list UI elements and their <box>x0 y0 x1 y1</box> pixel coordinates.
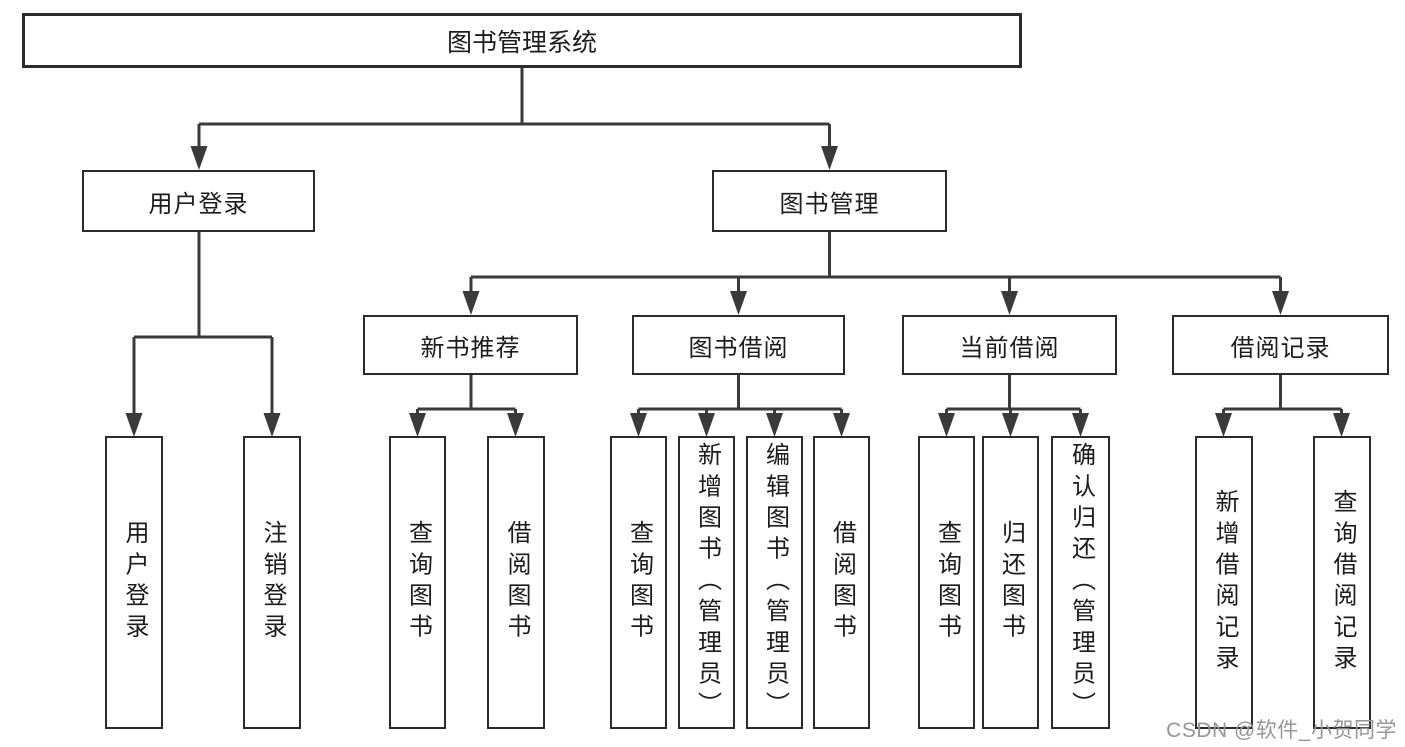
leaf-query-books-current: 查询图书 <box>918 436 975 729</box>
leaf-query-books-recommend: 查询图书 <box>389 436 446 729</box>
arrowhead <box>1333 413 1350 437</box>
arrowhead <box>833 413 850 437</box>
leaf-borrow-books-label: 借阅图书 <box>828 520 856 645</box>
leaf-query-books-borrow: 查询图书 <box>610 436 667 729</box>
arrowhead <box>698 413 715 437</box>
arrowhead <box>190 146 208 170</box>
node-user-login-label: 用户登录 <box>148 190 249 218</box>
leaf-add-books-admin-label: 新增图书（管理员） <box>693 442 721 723</box>
leaf-query-books-recommend-label: 查询图书 <box>404 520 432 645</box>
arrowhead <box>630 413 647 437</box>
node-book-borrowing: 图书借阅 <box>632 315 845 375</box>
leaf-query-books-borrow-label: 查询图书 <box>625 520 653 645</box>
arrowhead <box>462 291 480 315</box>
node-borrowing-records: 借阅记录 <box>1172 315 1389 375</box>
leaf-return-books: 归还图书 <box>982 436 1039 729</box>
arrowhead <box>1272 291 1289 315</box>
arrowhead <box>730 291 747 315</box>
arrowhead <box>1002 413 1019 437</box>
leaf-return-books-label: 归还图书 <box>997 520 1025 645</box>
node-root: 图书管理系统 <box>22 13 1022 68</box>
node-book-management-label: 图书管理 <box>779 190 880 218</box>
leaf-borrow-books-recommend: 借阅图书 <box>487 436 545 729</box>
leaf-confirm-return-admin-label: 确认归还（管理员） <box>1067 442 1095 723</box>
leaf-add-books-admin: 新增图书（管理员） <box>678 436 735 729</box>
leaf-add-borrow-record-label: 新增借阅记录 <box>1211 488 1238 677</box>
leaf-edit-books-admin: 编辑图书（管理员） <box>746 436 803 729</box>
leaf-add-borrow-record: 新增借阅记录 <box>1195 436 1253 729</box>
arrowhead <box>1001 291 1018 315</box>
node-current-borrowing-label: 当前借阅 <box>959 334 1060 362</box>
leaf-confirm-return-admin: 确认归还（管理员） <box>1051 436 1110 729</box>
leaf-query-books-current-label: 查询图书 <box>933 520 961 645</box>
leaf-logout-label: 注销登录 <box>259 520 286 645</box>
leaf-user-login: 用户登录 <box>105 436 163 729</box>
leaf-query-borrow-record: 查询借阅记录 <box>1313 436 1371 729</box>
leaf-edit-books-admin-label: 编辑图书（管理员） <box>761 442 789 723</box>
arrowhead <box>409 413 426 437</box>
arrowhead <box>263 413 281 437</box>
arrowhead <box>938 413 955 437</box>
node-book-management: 图书管理 <box>712 170 947 232</box>
node-book-borrowing-label: 图书借阅 <box>688 334 789 362</box>
arrowhead <box>507 413 524 437</box>
arrowhead <box>766 413 783 437</box>
leaf-borrow-books-recommend-label: 借阅图书 <box>503 520 530 645</box>
leaf-query-borrow-record-label: 查询借阅记录 <box>1329 488 1356 677</box>
node-borrowing-records-label: 借阅记录 <box>1230 334 1331 362</box>
node-user-login: 用户登录 <box>82 170 315 232</box>
arrowhead <box>1072 413 1089 437</box>
node-current-borrowing: 当前借阅 <box>902 315 1117 375</box>
leaf-logout: 注销登录 <box>243 436 301 729</box>
node-root-label: 图书管理系统 <box>446 28 597 57</box>
node-new-book-recommend: 新书推荐 <box>363 315 578 375</box>
arrowhead <box>821 146 838 170</box>
connector-path <box>132 68 1343 415</box>
leaf-borrow-books: 借阅图书 <box>813 436 870 729</box>
arrowhead <box>125 413 143 437</box>
leaf-user-login-label: 用户登录 <box>121 520 148 645</box>
arrowhead <box>1215 413 1232 437</box>
node-new-book-recommend-label: 新书推荐 <box>420 334 521 362</box>
csdn-watermark: CSDN @软件_小贺同学 <box>1166 719 1397 742</box>
